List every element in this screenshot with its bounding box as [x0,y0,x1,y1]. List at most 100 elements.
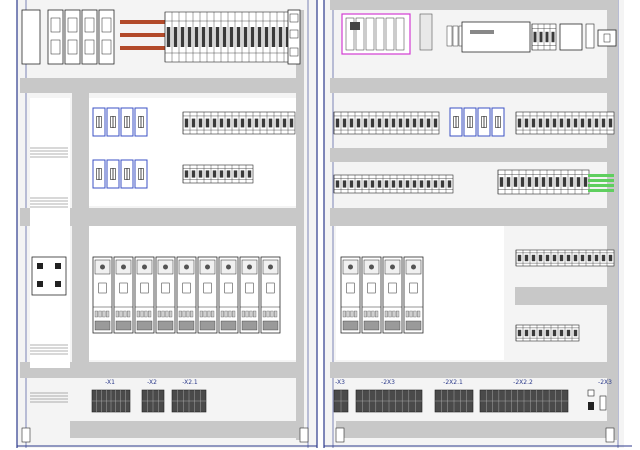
plc-card [345,17,355,51]
module-terminal [211,310,215,318]
module-contact [545,31,549,43]
module-contact [545,329,550,337]
wire-duct [330,208,618,226]
contactor [559,23,583,51]
module-contact [342,118,347,128]
module-contact [215,27,220,47]
module-contact [268,118,273,128]
module-contact [247,118,252,128]
module-knob [390,264,395,270]
terminal-label: -2X2.1 [443,379,463,386]
module-contact [363,118,368,128]
module-contact [499,177,504,187]
module-knob [226,264,231,270]
module-window [98,282,107,294]
fuse-window [50,17,61,33]
module-window [266,282,275,294]
module-contact [559,118,564,128]
terminal-strip [333,174,454,194]
module-terminal [270,310,274,318]
module-contact [254,118,259,128]
module-contact [335,118,340,128]
module-contact [538,254,543,262]
module-terminal [392,310,396,318]
module-contact [527,177,532,187]
terminal-block [434,389,474,413]
module-contact [356,118,361,128]
module-contact [405,180,410,188]
terminal-strip [182,164,254,184]
module-contact [594,118,599,128]
terminal-strip [515,249,615,267]
module-contact [426,180,431,188]
module-terminal [165,310,169,318]
module-contact [517,118,522,128]
control-devices [341,13,617,55]
module-contact [531,254,536,262]
switch-device [419,13,433,51]
module-knob [268,264,273,270]
fuse-window [84,39,95,55]
module-contact [384,118,389,128]
module-terminal [199,310,203,318]
module-base [178,320,195,331]
terminal-label: -2X3 [598,379,612,386]
terminal-block [355,389,423,413]
relay-contact [446,25,453,47]
module-contact [212,118,217,128]
module-contact [212,170,217,178]
module-contact [531,118,536,128]
module-window [140,282,149,294]
plc-card [375,17,385,51]
terminal-label: -2X2.2 [513,379,533,386]
module-base [157,320,174,331]
side-area [30,98,70,368]
bottom-terminals-right: -X3-2X3-2X2.1-2X2.2-2X3 [333,379,615,443]
module-knob [411,264,416,270]
module-contact [513,177,518,187]
module-contact [384,180,389,188]
module-terminal [274,310,278,318]
module-contact [261,118,266,128]
module-terminal [266,310,270,318]
relay-contact [452,25,459,47]
end-screw [289,47,299,57]
terminal-label: -X3 [335,379,345,386]
fuse-window [50,39,61,55]
module-terminal [115,310,119,318]
module-contact [222,27,227,47]
module-contact [433,180,438,188]
main-distribution [21,9,301,65]
terminal-label: -X2.1 [182,379,198,386]
module-contact [370,118,375,128]
module-contact [201,27,206,47]
terminal-indicator [588,189,614,192]
module-contact [335,180,340,188]
wire-duct [330,362,618,378]
module-terminal [396,310,400,318]
module-terminal [94,310,98,318]
fuse-window [67,39,78,55]
socket-pin [55,263,61,269]
power-supply-label [470,30,494,34]
end-stop [599,395,607,411]
module-base [342,320,359,331]
module-terminal [405,310,409,318]
module-contact [608,118,613,128]
module-contact [391,118,396,128]
wire-duct [515,287,618,305]
din-rail [30,147,68,158]
right-cabinet: -X3-2X3-2X2.1-2X2.2-2X3 [323,0,632,448]
end-stop [587,389,595,397]
module-base [241,320,258,331]
module-contact [342,180,347,188]
socket-pin [37,263,43,269]
terminal-strip [515,111,615,135]
module-contact [552,118,557,128]
module-contact [240,170,245,178]
vertical-wire-duct [296,10,304,440]
module-contact [506,177,511,187]
module-contact [573,254,578,262]
module-terminal [220,310,224,318]
module-contact [405,118,410,128]
